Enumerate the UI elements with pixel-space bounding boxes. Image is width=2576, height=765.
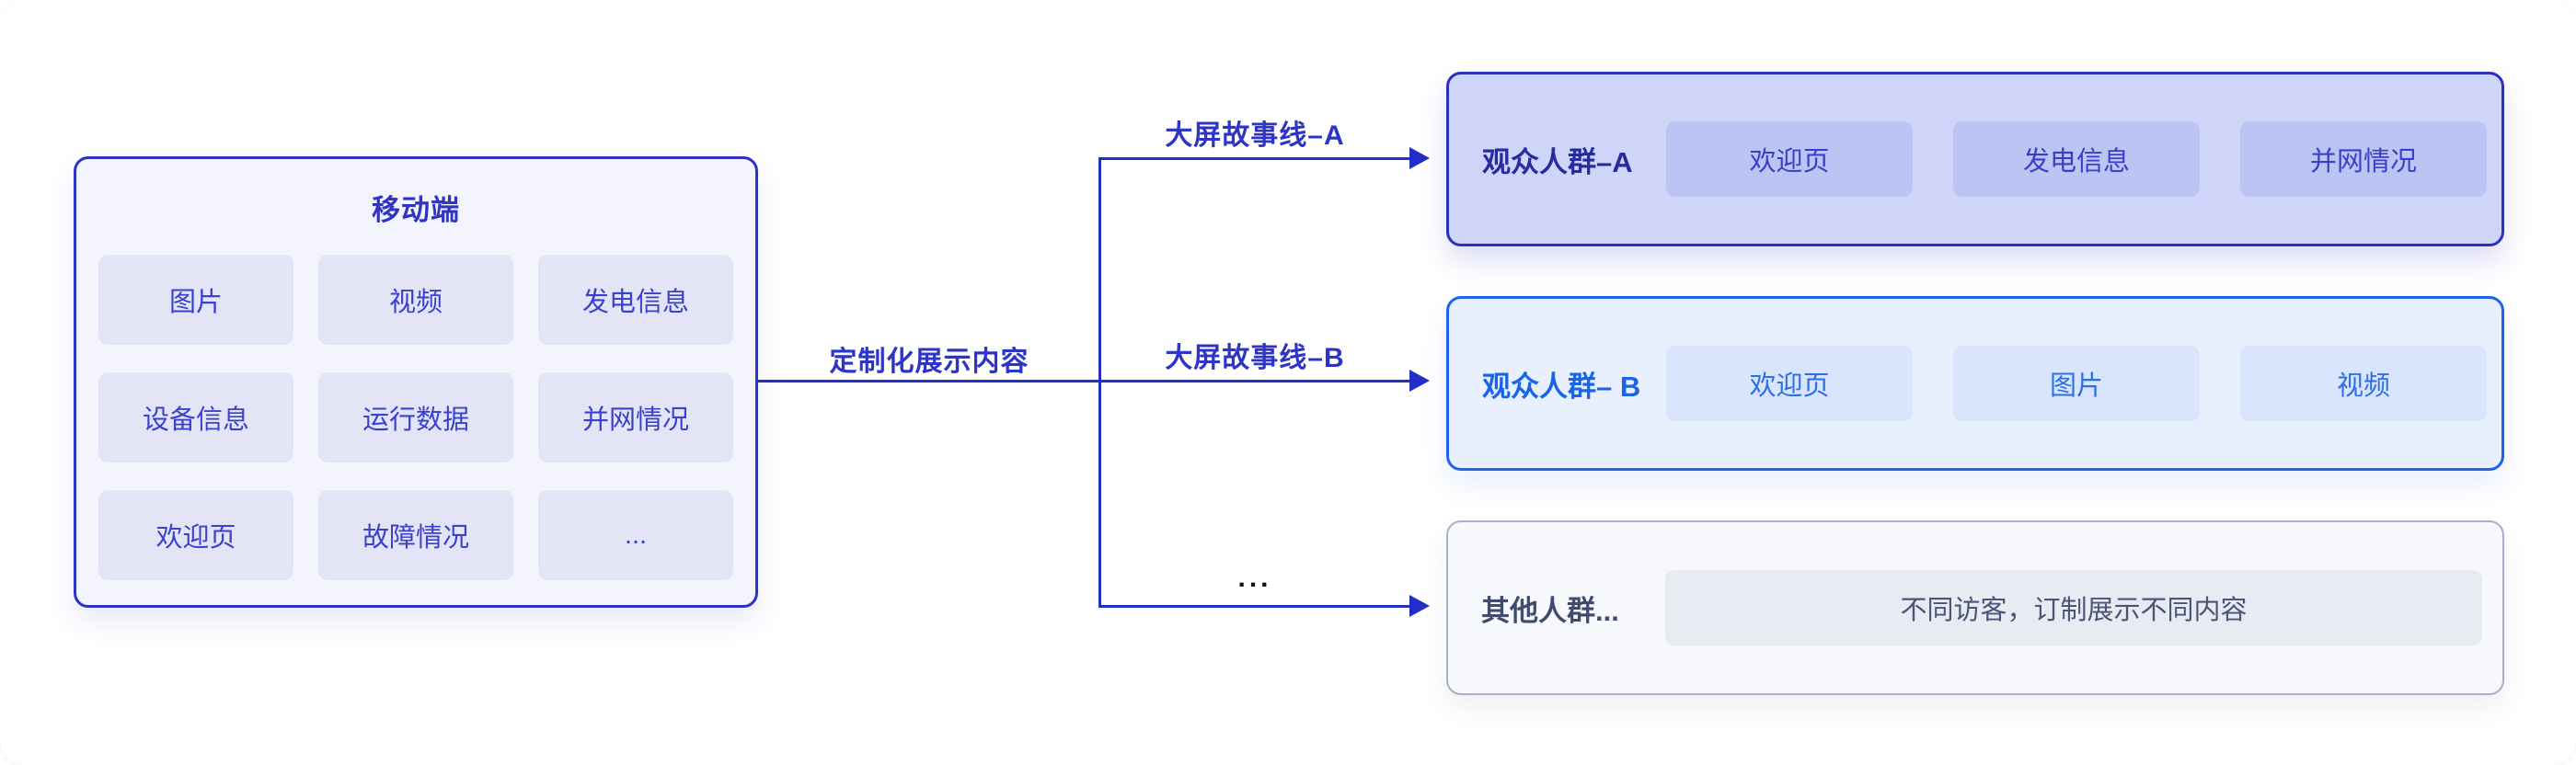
audience-b-chip-image: 图片 — [1953, 346, 2200, 421]
audience-box-other: 其他人群... 不同访客，订制展示不同内容 — [1446, 520, 2504, 695]
mobile-cell-device-info: 设备信息 — [98, 372, 293, 462]
mobile-cell-grid-connection: 并网情况 — [538, 372, 733, 462]
audience-a-chip-welcome: 欢迎页 — [1666, 121, 1913, 197]
mobile-cell-runtime-data: 运行数据 — [318, 372, 513, 462]
audience-box-b: 观众人群– B 欢迎页 图片 视频 — [1446, 296, 2504, 471]
branch-line-a — [1098, 157, 1411, 160]
branch-trunk-line — [1098, 157, 1101, 608]
branch-line-b — [1098, 380, 1411, 382]
branch-more-label: ... — [1237, 563, 1272, 593]
mobile-cell-video: 视频 — [318, 255, 513, 345]
mobile-cell-more: ... — [538, 490, 733, 580]
mobile-panel: 移动端 图片 视频 发电信息 设备信息 运行数据 并网情况 欢迎页 故障情况 .… — [74, 156, 758, 608]
audience-b-chip-row: 欢迎页 图片 视频 — [1666, 346, 2487, 421]
mobile-panel-title: 移动端 — [372, 193, 460, 226]
branch-b-label: 大屏故事线–B — [1165, 343, 1345, 373]
audience-a-chip-grid-connection: 并网情况 — [2240, 121, 2487, 197]
mobile-cell-power-info: 发电信息 — [538, 255, 733, 345]
audience-other-chip-row: 不同访客，订制展示不同内容 — [1665, 570, 2482, 645]
audience-box-a-title: 观众人群–A — [1482, 145, 1633, 178]
branch-line-more — [1098, 605, 1411, 608]
mobile-cell-fault-status: 故障情况 — [318, 490, 513, 580]
branch-a-label: 大屏故事线–A — [1165, 120, 1345, 151]
arrowhead-a-icon — [1409, 147, 1430, 169]
audience-a-chip-row: 欢迎页 发电信息 并网情况 — [1666, 121, 2487, 197]
audience-b-chip-video: 视频 — [2240, 346, 2487, 421]
mobile-content-grid: 图片 视频 发电信息 设备信息 运行数据 并网情况 欢迎页 故障情况 ... — [98, 255, 733, 580]
main-connector-label: 定制化展示内容 — [829, 347, 1029, 377]
arrowhead-b-icon — [1409, 370, 1430, 392]
main-connector-line — [758, 380, 1100, 382]
arrowhead-more-icon — [1409, 595, 1430, 617]
audience-box-b-title: 观众人群– B — [1482, 370, 1641, 403]
audience-b-chip-welcome: 欢迎页 — [1666, 346, 1913, 421]
mobile-cell-image: 图片 — [98, 255, 293, 345]
audience-a-chip-power-info: 发电信息 — [1953, 121, 2200, 197]
audience-box-a: 观众人群–A 欢迎页 发电信息 并网情况 — [1446, 72, 2504, 246]
audience-box-other-title: 其他人群... — [1481, 594, 1619, 627]
audience-other-chip-custom-content: 不同访客，订制展示不同内容 — [1665, 570, 2482, 645]
mobile-cell-welcome-page: 欢迎页 — [98, 490, 293, 580]
